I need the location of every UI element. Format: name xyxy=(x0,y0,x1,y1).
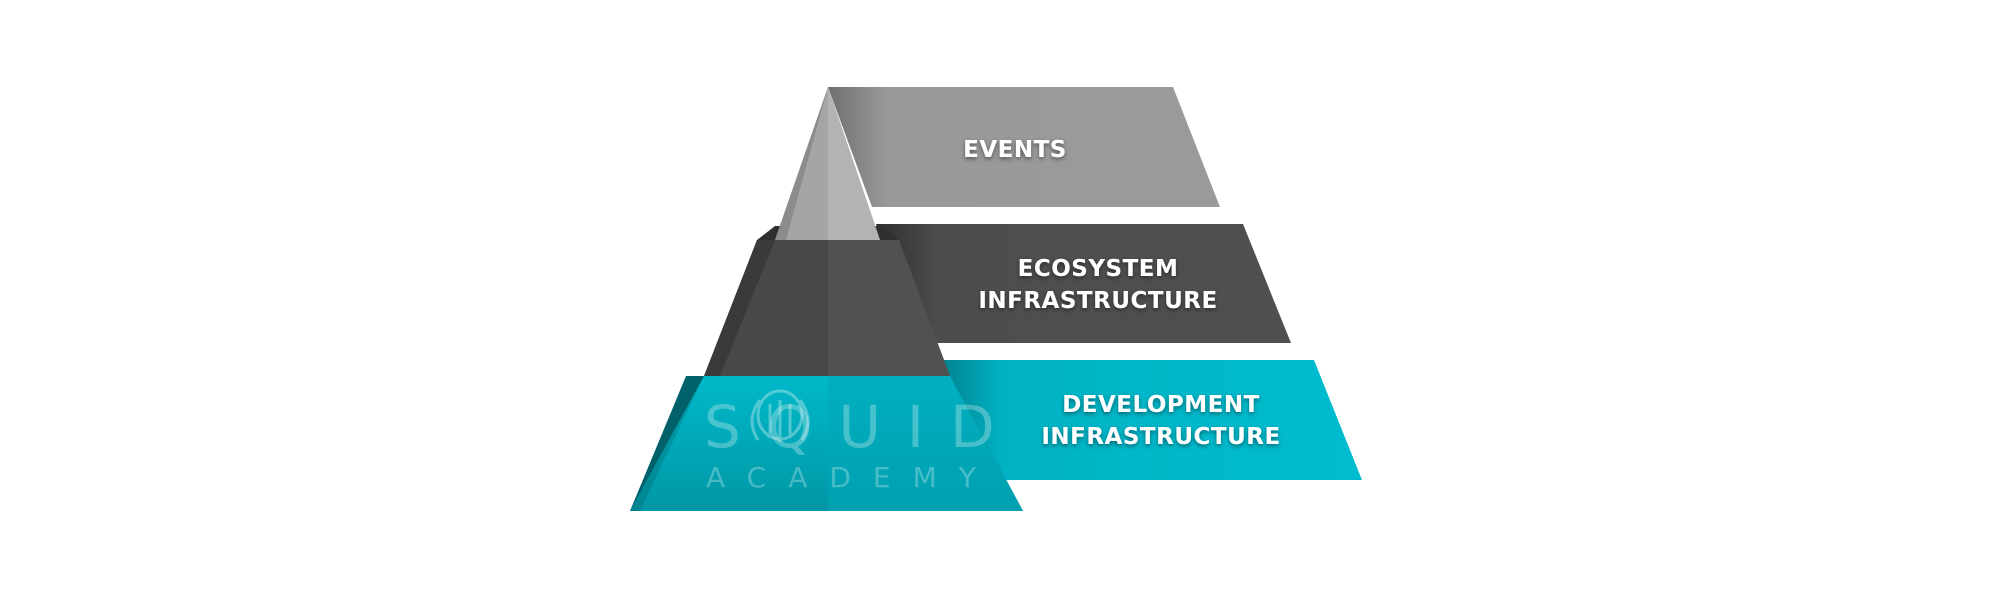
squid-icon xyxy=(750,389,810,442)
label-ecosystem-line-1: ECOSYSTEM xyxy=(1018,256,1179,282)
label-events-line-1: EVENTS xyxy=(963,137,1067,163)
logo-subtitle: ACADEMY xyxy=(706,461,998,494)
band-events xyxy=(828,87,1220,207)
label-development-line-2: INFRASTRUCTURE xyxy=(1041,424,1280,450)
squid-academy-logo: SQUID ACADEMY xyxy=(704,389,1021,494)
pyramid xyxy=(630,87,1023,511)
label-ecosystem-line-2: INFRASTRUCTURE xyxy=(978,288,1217,314)
band-development xyxy=(941,360,1362,480)
band-ecosystem xyxy=(876,224,1291,343)
logo-title: SQUID xyxy=(704,393,1021,461)
label-development-line-1: DEVELOPMENT xyxy=(1062,392,1260,418)
